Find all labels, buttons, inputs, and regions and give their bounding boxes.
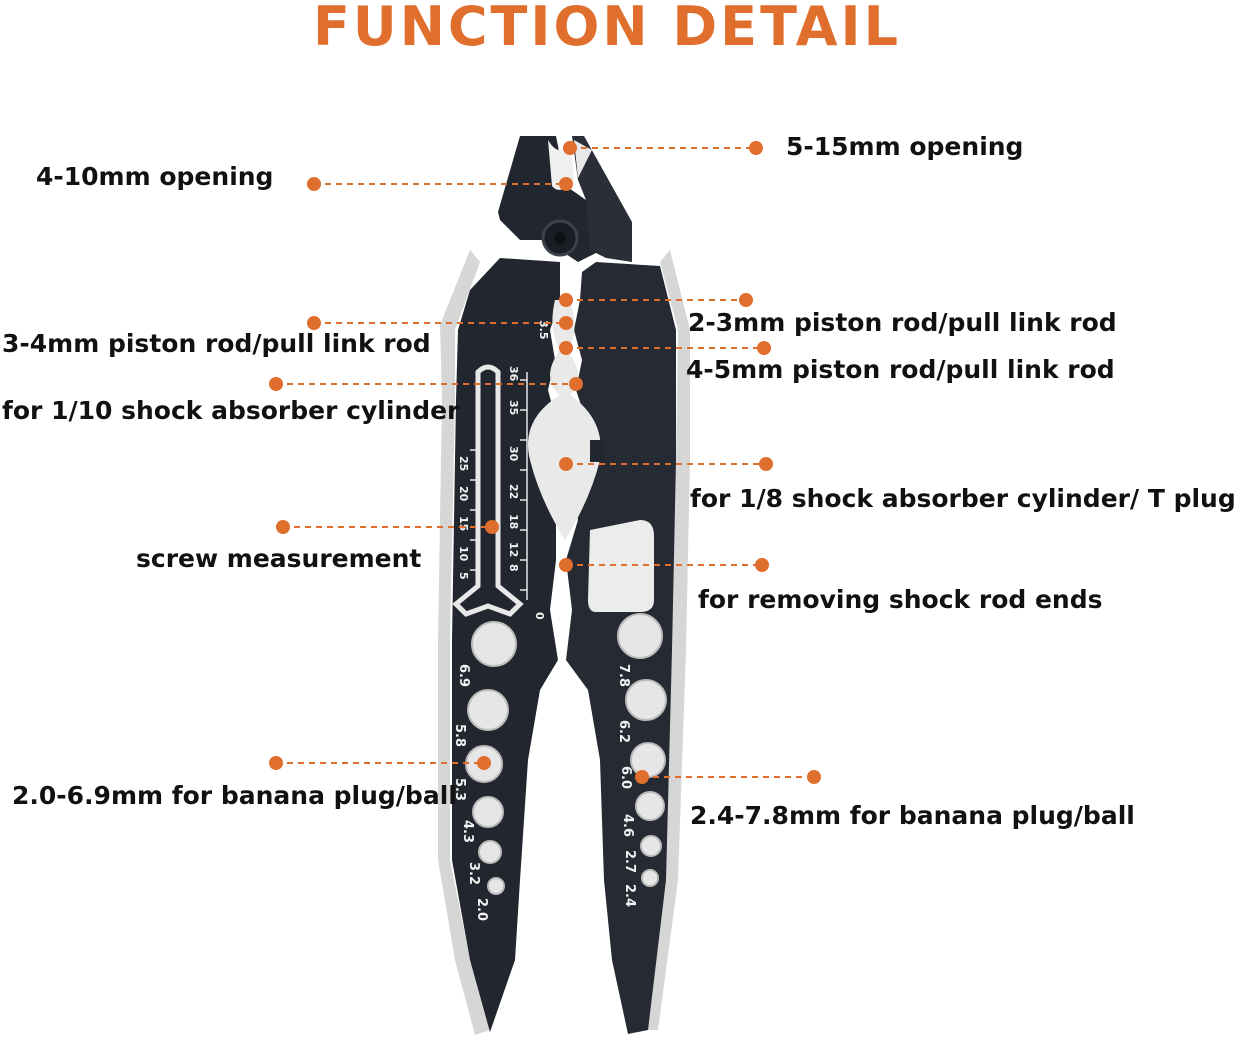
right-handle-edge (640, 250, 690, 1030)
left-scale-label: 5 (457, 572, 470, 580)
callout-dot (559, 293, 573, 307)
scale-ticks (470, 372, 528, 600)
right-hole-size: 2.4 (622, 884, 637, 907)
callout-2-3mm-rod: 2-3mm piston rod/pull link rod (688, 308, 1117, 337)
callout-dot (559, 316, 573, 330)
callout-dot (559, 177, 573, 191)
left-hole-size: 6.9 (456, 664, 471, 687)
callout-dot (307, 177, 321, 191)
t-plug-slot (590, 440, 604, 462)
callout-leaders (276, 147, 814, 778)
right-scale-label: 12 (507, 542, 520, 557)
callout-4-10mm-opening: 4-10mm opening (36, 162, 274, 191)
callout-dot (759, 457, 773, 471)
callout-dot (307, 316, 321, 330)
left-scale-label: 15 (457, 516, 470, 531)
callout-dot (559, 558, 573, 572)
callout-1-8-shock-cylinder: for 1/8 shock absorber cylinder/ T plug (690, 484, 1236, 513)
left-hole-size: 4.3 (460, 820, 475, 843)
callout-dot (477, 756, 491, 770)
left-hole-size: 2.0 (474, 898, 489, 921)
callout-dot (749, 141, 763, 155)
right-scale-label: 36 (507, 366, 520, 382)
jaw-opening-right (574, 140, 592, 178)
left-scale-label: 20 (457, 486, 470, 502)
callout-1-10-shock-cylinder: for 1/10 shock absorber cylinder (2, 396, 460, 425)
callout-dot (269, 756, 283, 770)
callout-removing-rod-ends: for removing shock rod ends (698, 585, 1103, 614)
callout-dot (276, 520, 290, 534)
right-ball-holes (617, 613, 667, 887)
pivot-screw-hex (554, 232, 566, 244)
left-scale-label: 10 (457, 546, 470, 562)
left-hole-size: 5.3 (452, 778, 467, 801)
rod-size-marking: 3.5 (537, 320, 550, 340)
left-ball-holes (465, 621, 517, 895)
left-handle-edge (438, 250, 490, 1035)
callout-dot (755, 558, 769, 572)
right-scale-label: 22 (507, 484, 520, 499)
callout-dots (269, 141, 821, 784)
cylinder-cutout (528, 300, 601, 540)
callout-dot (559, 457, 573, 471)
callout-dot (807, 770, 821, 784)
right-hole-size: 6.0 (618, 766, 633, 789)
right-scale-label: 35 (507, 400, 520, 415)
left-scale-label: 25 (457, 456, 470, 471)
callout-screw-measurement: screw measurement (136, 544, 422, 573)
pliers-tool (438, 136, 690, 1035)
callout-dot (569, 377, 583, 391)
left-hole-size: 5.8 (452, 724, 467, 747)
right-scale-label: 18 (507, 514, 520, 529)
callout-3-4mm-rod: 3-4mm piston rod/pull link rod (2, 329, 431, 358)
callout-dot (559, 341, 573, 355)
callout-right-banana-plug: 2.4-7.8mm for banana plug/ball (690, 801, 1135, 830)
right-hole-size: 4.6 (620, 814, 635, 837)
tool-markings: 3.5 36 35 30 22 18 12 8 25 20 15 10 5 0 … (452, 320, 637, 921)
screw-measure-slot (452, 364, 524, 617)
page-title: FUNCTION DETAIL (312, 0, 902, 58)
right-hole-size: 2.7 (622, 850, 637, 873)
callout-dot (485, 520, 499, 534)
upper-jaw (498, 136, 612, 262)
callout-dot (563, 141, 577, 155)
callout-dot (269, 377, 283, 391)
callout-dot (739, 293, 753, 307)
left-hole-size: 3.2 (466, 862, 481, 885)
right-hole-size: 6.2 (616, 720, 631, 743)
scale-zero: 0 (533, 612, 546, 620)
callout-dot (757, 341, 771, 355)
right-scale-label: 8 (507, 564, 520, 572)
callout-left-banana-plug: 2.0-6.9mm for banana plug/ball (12, 781, 457, 810)
callout-5-15mm-opening: 5-15mm opening (786, 132, 1024, 161)
right-scale-label: 30 (507, 446, 520, 462)
callout-dot (635, 770, 649, 784)
callout-4-5mm-rod: 4-5mm piston rod/pull link rod (686, 355, 1115, 384)
right-hole-size: 7.8 (616, 664, 631, 687)
upper-jaw-right (572, 136, 632, 262)
